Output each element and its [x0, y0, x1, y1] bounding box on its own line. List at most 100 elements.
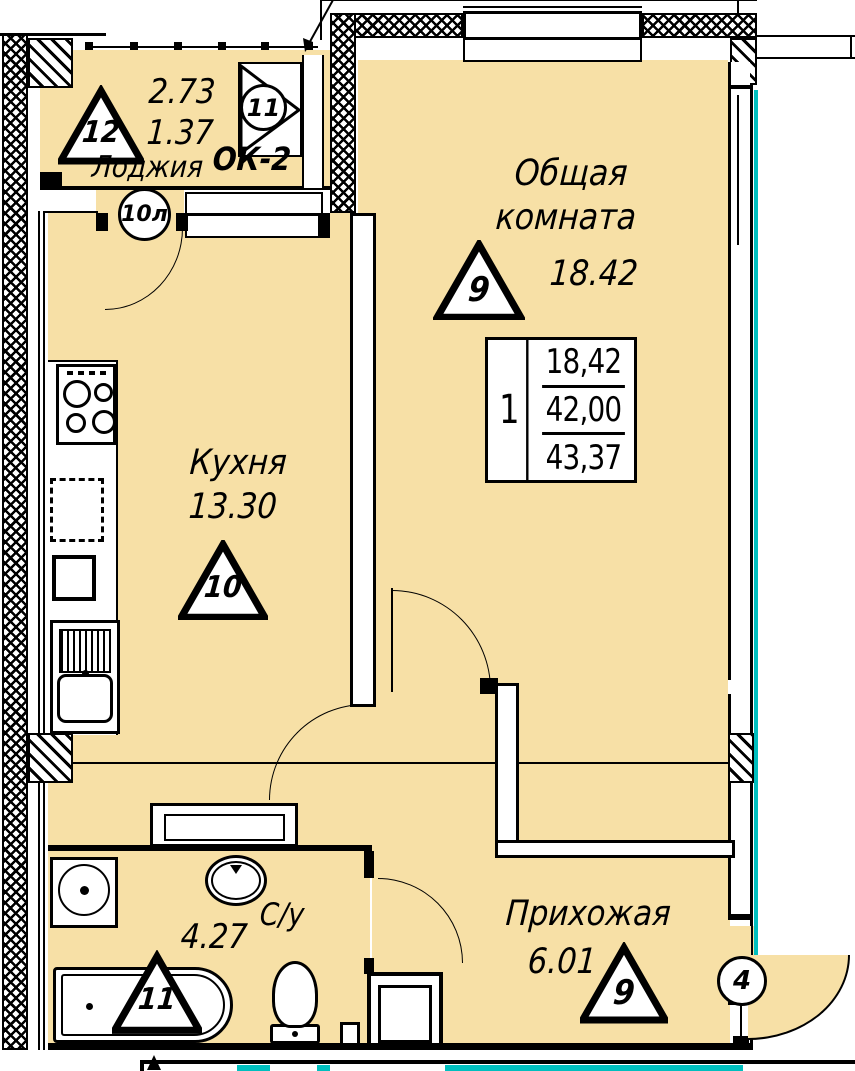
burner	[63, 380, 91, 408]
living-name-line1: Общая	[513, 153, 629, 194]
future-appliance-dashed	[50, 478, 104, 542]
kitchen-living-partition	[350, 213, 376, 707]
bathroom-name: С/у	[258, 897, 306, 933]
lower-glazing-c	[445, 1065, 743, 1071]
vent-shaft-inner	[378, 985, 432, 1043]
loggia-living-wall	[330, 13, 356, 213]
balcony-door-jamb-left	[96, 213, 108, 231]
loggia-window-unit	[302, 55, 324, 188]
hallway-name: Прихожая	[504, 894, 672, 934]
lower-glazing-a	[237, 1065, 270, 1071]
bathtub	[53, 967, 233, 1043]
loggia-bottom-wall	[40, 186, 330, 190]
washing-machine-dot	[80, 886, 89, 895]
left-exterior-wall	[2, 34, 28, 1050]
washing-machine	[50, 857, 118, 928]
hallway-bottom-wall	[48, 1043, 753, 1050]
living-triangle-number: 9	[466, 270, 492, 311]
kitchen-window-sill-inner	[185, 214, 322, 238]
section-line	[48, 762, 753, 764]
living-floor-upper	[358, 60, 728, 215]
sink-drainboard	[59, 629, 111, 673]
table-living-area-cell: 18,42	[542, 340, 625, 388]
loggia-left-notch	[40, 172, 62, 188]
hallway-triangle-mark: 9	[580, 942, 668, 1024]
burner	[66, 413, 86, 433]
living-area: 18.42	[548, 254, 640, 294]
stove-knob	[67, 371, 73, 375]
living-floor	[376, 213, 728, 845]
loggia-triangle-number: 12	[80, 115, 122, 151]
burner	[92, 410, 116, 434]
kitchen-threshold-inner	[164, 814, 285, 841]
washing-machine-door	[58, 864, 110, 916]
right-wall-mid-line	[737, 95, 739, 245]
glazing-post	[218, 42, 226, 50]
balcony-door-mark: 10л	[118, 188, 171, 241]
toilet-tank-dot	[292, 1031, 298, 1037]
bathroom-sink-inner	[211, 861, 261, 900]
left-wall-inner-line-b	[43, 211, 45, 1050]
loggia-pier	[28, 38, 73, 88]
right-wall-inner-face	[728, 62, 731, 914]
vestibule-sill-line	[44, 211, 98, 213]
bathroom-sink	[205, 855, 267, 906]
stove-knob	[100, 371, 106, 375]
loggia-window-mark-number: 11	[246, 93, 281, 122]
top-left-slab-line	[0, 33, 106, 36]
apartment-area-table: 1 18,42 42,00 43,37	[485, 337, 637, 483]
glazing-post	[85, 42, 93, 50]
kitchen-name: Кухня	[188, 443, 288, 483]
toilet-bowl	[272, 961, 318, 1028]
entry-door-mark-number: 4	[732, 966, 752, 996]
loggia-glazing-line	[85, 46, 318, 48]
right-wall-opening-a	[728, 680, 731, 694]
table-total-area-cell: 42,00	[542, 388, 625, 436]
bathroom-triangle-mark: 11	[112, 950, 202, 1035]
kitchen-area: 13.30	[187, 487, 279, 527]
bathroom-hall-wall-lower	[364, 958, 374, 974]
kitchen-cabinet	[52, 555, 96, 601]
table-unit-cell: 1	[493, 340, 529, 480]
right-wall-outer-face	[750, 85, 753, 1050]
kitchen-window-sill-outer	[185, 192, 323, 215]
adjacent-glazing-line	[754, 90, 758, 1005]
bathroom-triangle-number: 11	[136, 982, 178, 1018]
kitchen-bathroom-wall	[48, 845, 372, 851]
neighbor-slab-end	[850, 35, 852, 59]
sill-end-block	[318, 213, 330, 238]
living-window-sill	[463, 38, 642, 62]
top-edge-line	[322, 0, 757, 2]
right-wall-core	[731, 62, 750, 1050]
hallway-area: 6.01	[526, 942, 598, 982]
bottom-wall-block	[733, 1036, 749, 1050]
stove-knob	[89, 371, 95, 375]
sink-bowl	[57, 674, 113, 723]
stove	[56, 364, 116, 445]
stove-knob	[78, 371, 84, 375]
neighbor-slab-line-a	[757, 35, 855, 37]
top-wall-left-segment	[330, 13, 463, 38]
window-head-line	[463, 6, 642, 8]
lower-glazing-b	[317, 1065, 330, 1071]
loggia-triangle-mark: 12	[58, 85, 144, 165]
right-wall-top-cap	[728, 85, 753, 89]
burner	[94, 383, 113, 402]
loggia-name: Лоджия	[90, 150, 205, 185]
glazing-post	[305, 42, 313, 50]
right-wall-door-cap	[728, 914, 753, 920]
lower-structure-tick	[140, 1060, 144, 1071]
living-name-line2: комната	[494, 197, 638, 238]
top-wall-tick	[737, 0, 739, 13]
bathtub-drain	[86, 1003, 93, 1010]
hallway-top-wall	[495, 840, 735, 858]
top-tick	[320, 0, 322, 40]
living-triangle-mark: 9	[433, 240, 525, 320]
bathroom-sink-spout	[230, 865, 242, 874]
table-total-with-loggia-cell: 43,37	[545, 437, 623, 478]
neighbor-slab-line-b	[757, 57, 855, 59]
glazing-post	[261, 42, 269, 50]
glazing-post	[130, 42, 138, 50]
loggia-dim-width: 1.37	[145, 113, 215, 153]
loggia-dim-length: 2.73	[147, 72, 217, 112]
